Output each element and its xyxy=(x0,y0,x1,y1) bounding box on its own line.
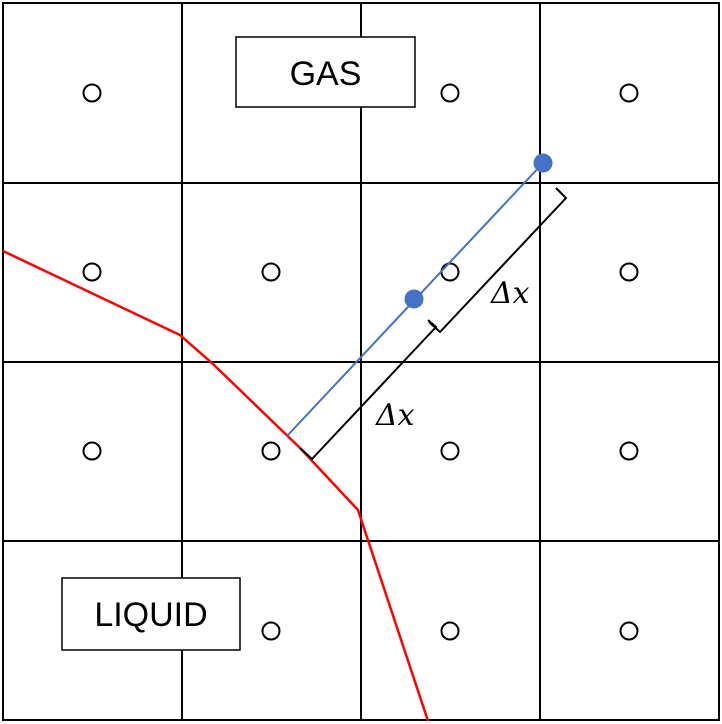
cell-center xyxy=(440,83,460,103)
liquid-label: LIQUID xyxy=(94,596,207,634)
cell-center xyxy=(82,83,102,103)
interface-line xyxy=(2,249,430,722)
cell-center xyxy=(261,262,281,282)
dimension-bracket-upper xyxy=(428,187,568,334)
cell-center xyxy=(619,83,639,103)
cell-center xyxy=(261,441,281,461)
cell-center xyxy=(82,262,102,282)
probe-point-far xyxy=(533,153,553,173)
cell-center xyxy=(619,262,639,282)
cell-center xyxy=(619,621,639,641)
cell-center xyxy=(440,262,460,282)
cell-center xyxy=(440,441,460,461)
dimension-bracket-lower xyxy=(299,319,438,461)
dx-label-lower: Δx xyxy=(375,398,415,433)
liquid-label-box xyxy=(61,577,241,651)
probe-point-near xyxy=(404,289,424,309)
cell-center xyxy=(82,441,102,461)
gas-label: GAS xyxy=(290,55,362,93)
cell-centers xyxy=(82,83,639,641)
dx-label-upper: Δx xyxy=(490,276,530,311)
cell-center xyxy=(261,621,281,641)
cell-center xyxy=(619,441,639,461)
cell-center xyxy=(440,621,460,641)
gas-label-box xyxy=(235,36,416,108)
